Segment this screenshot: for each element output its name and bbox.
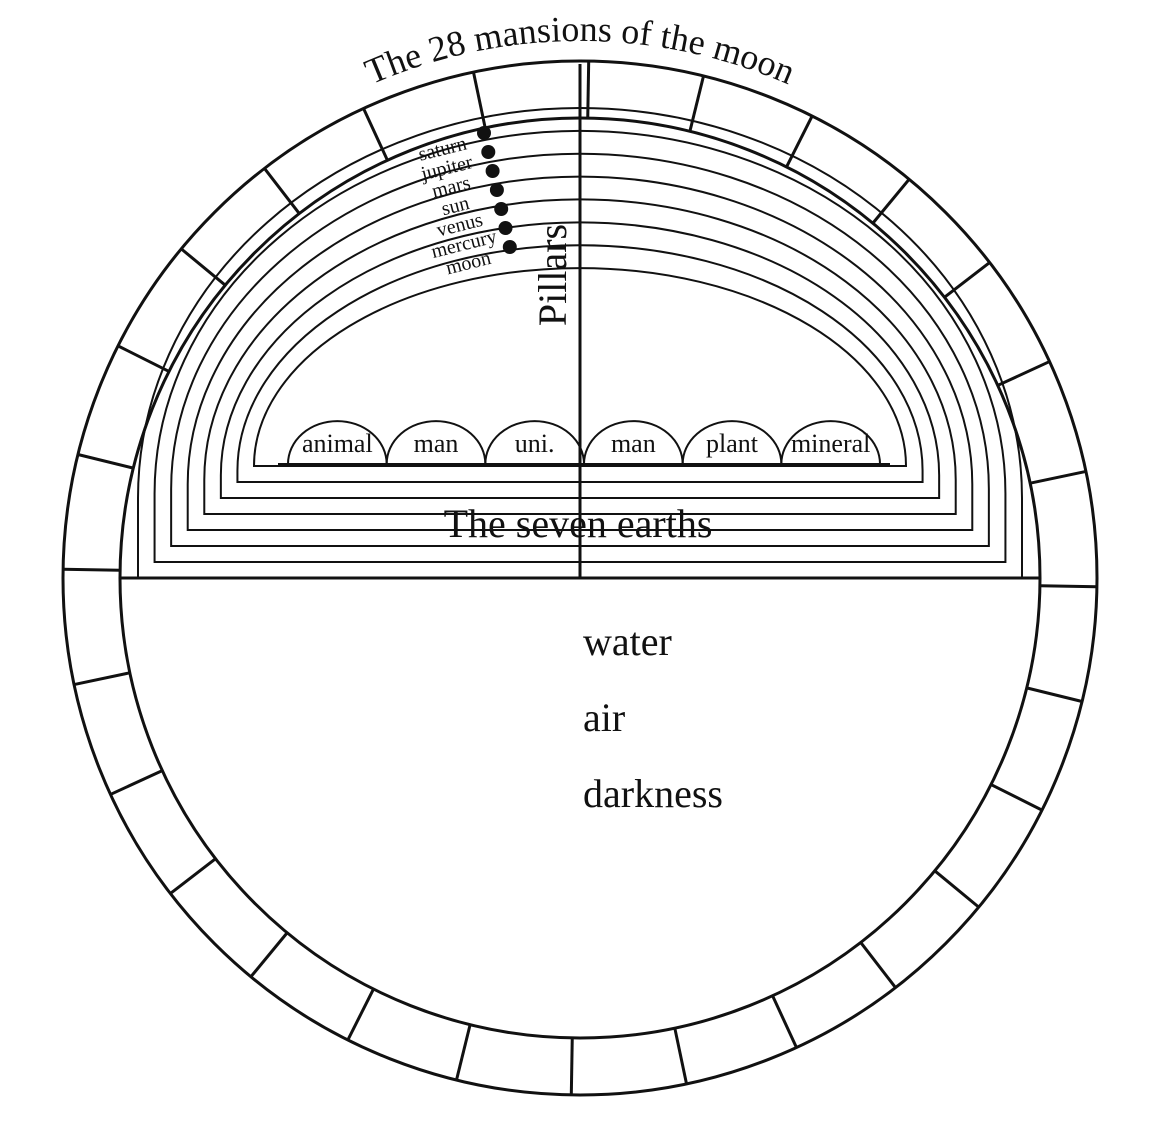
kingdom-dome bbox=[385, 420, 487, 465]
mansion-tick bbox=[785, 115, 814, 168]
kingdom-dome bbox=[583, 420, 684, 465]
planet-dot bbox=[485, 164, 500, 178]
kingdom-domes: animal man uni. man plant mineral bbox=[278, 420, 890, 465]
mansion-tick bbox=[63, 567, 121, 572]
kingdom-label: animal bbox=[302, 429, 373, 458]
kingdom-label: uni. bbox=[515, 429, 555, 458]
mansion-tick bbox=[346, 988, 375, 1041]
planet-dot bbox=[489, 183, 504, 197]
mansion-tick bbox=[871, 178, 911, 225]
mansion-tick bbox=[1026, 686, 1083, 703]
earth-arc bbox=[252, 267, 908, 467]
seven-earths bbox=[137, 107, 1023, 579]
mansion-tick bbox=[180, 247, 227, 287]
kingdom-dome bbox=[287, 420, 388, 465]
earth-arc bbox=[219, 221, 941, 499]
kingdom-label: man bbox=[611, 429, 656, 458]
mansion-tick bbox=[117, 344, 170, 373]
mansion-tick bbox=[1029, 469, 1087, 485]
kingdom-label: man bbox=[414, 429, 459, 458]
mansion-tick bbox=[109, 769, 163, 796]
mansion-tick bbox=[673, 1027, 689, 1085]
mansion-tick bbox=[943, 261, 991, 299]
mansion-tick bbox=[77, 453, 134, 470]
earth-arc bbox=[203, 198, 957, 515]
earth-arc bbox=[170, 152, 990, 547]
kingdom-dome bbox=[484, 420, 585, 465]
realm-air: air bbox=[583, 695, 625, 740]
kingdom-label: plant bbox=[706, 429, 759, 458]
earth-arc bbox=[236, 244, 924, 483]
mansion-tick bbox=[933, 869, 980, 909]
mansion-tick bbox=[249, 931, 289, 978]
mansion-tick bbox=[859, 941, 897, 989]
mansion-tick bbox=[771, 995, 798, 1049]
kingdom-dome bbox=[681, 420, 783, 465]
mansion-tick bbox=[73, 671, 131, 687]
mansion-tick bbox=[263, 167, 301, 215]
planet-dot bbox=[481, 145, 496, 159]
earth-arc bbox=[186, 175, 974, 531]
kingdom-label: mineral bbox=[791, 429, 870, 458]
planet-dot bbox=[498, 221, 513, 235]
mansion-tick bbox=[471, 71, 487, 129]
mansion-tick bbox=[1039, 584, 1097, 589]
outer-ring bbox=[61, 59, 1099, 1097]
realm-darkness: darkness bbox=[583, 771, 723, 816]
earth-arc bbox=[137, 107, 1023, 579]
seven-earths-label: The seven earths bbox=[444, 501, 713, 546]
planet-dot bbox=[502, 240, 517, 254]
kingdom-dome bbox=[780, 420, 881, 465]
planet-dot bbox=[494, 202, 509, 216]
mansion-ticks bbox=[63, 61, 1097, 1095]
mansion-tick bbox=[169, 857, 217, 895]
mansion-tick bbox=[569, 1037, 574, 1095]
planet-dot bbox=[477, 126, 491, 140]
pillars-label: Pillars bbox=[530, 224, 575, 326]
realm-water: water bbox=[583, 619, 672, 664]
mansion-tick bbox=[688, 75, 705, 132]
earth-arc bbox=[153, 129, 1007, 563]
mansion-tick bbox=[586, 61, 591, 119]
mansion-tick bbox=[362, 107, 389, 161]
mansion-tick bbox=[455, 1024, 472, 1081]
mansion-tick bbox=[990, 783, 1043, 812]
mansion-tick bbox=[997, 360, 1051, 387]
